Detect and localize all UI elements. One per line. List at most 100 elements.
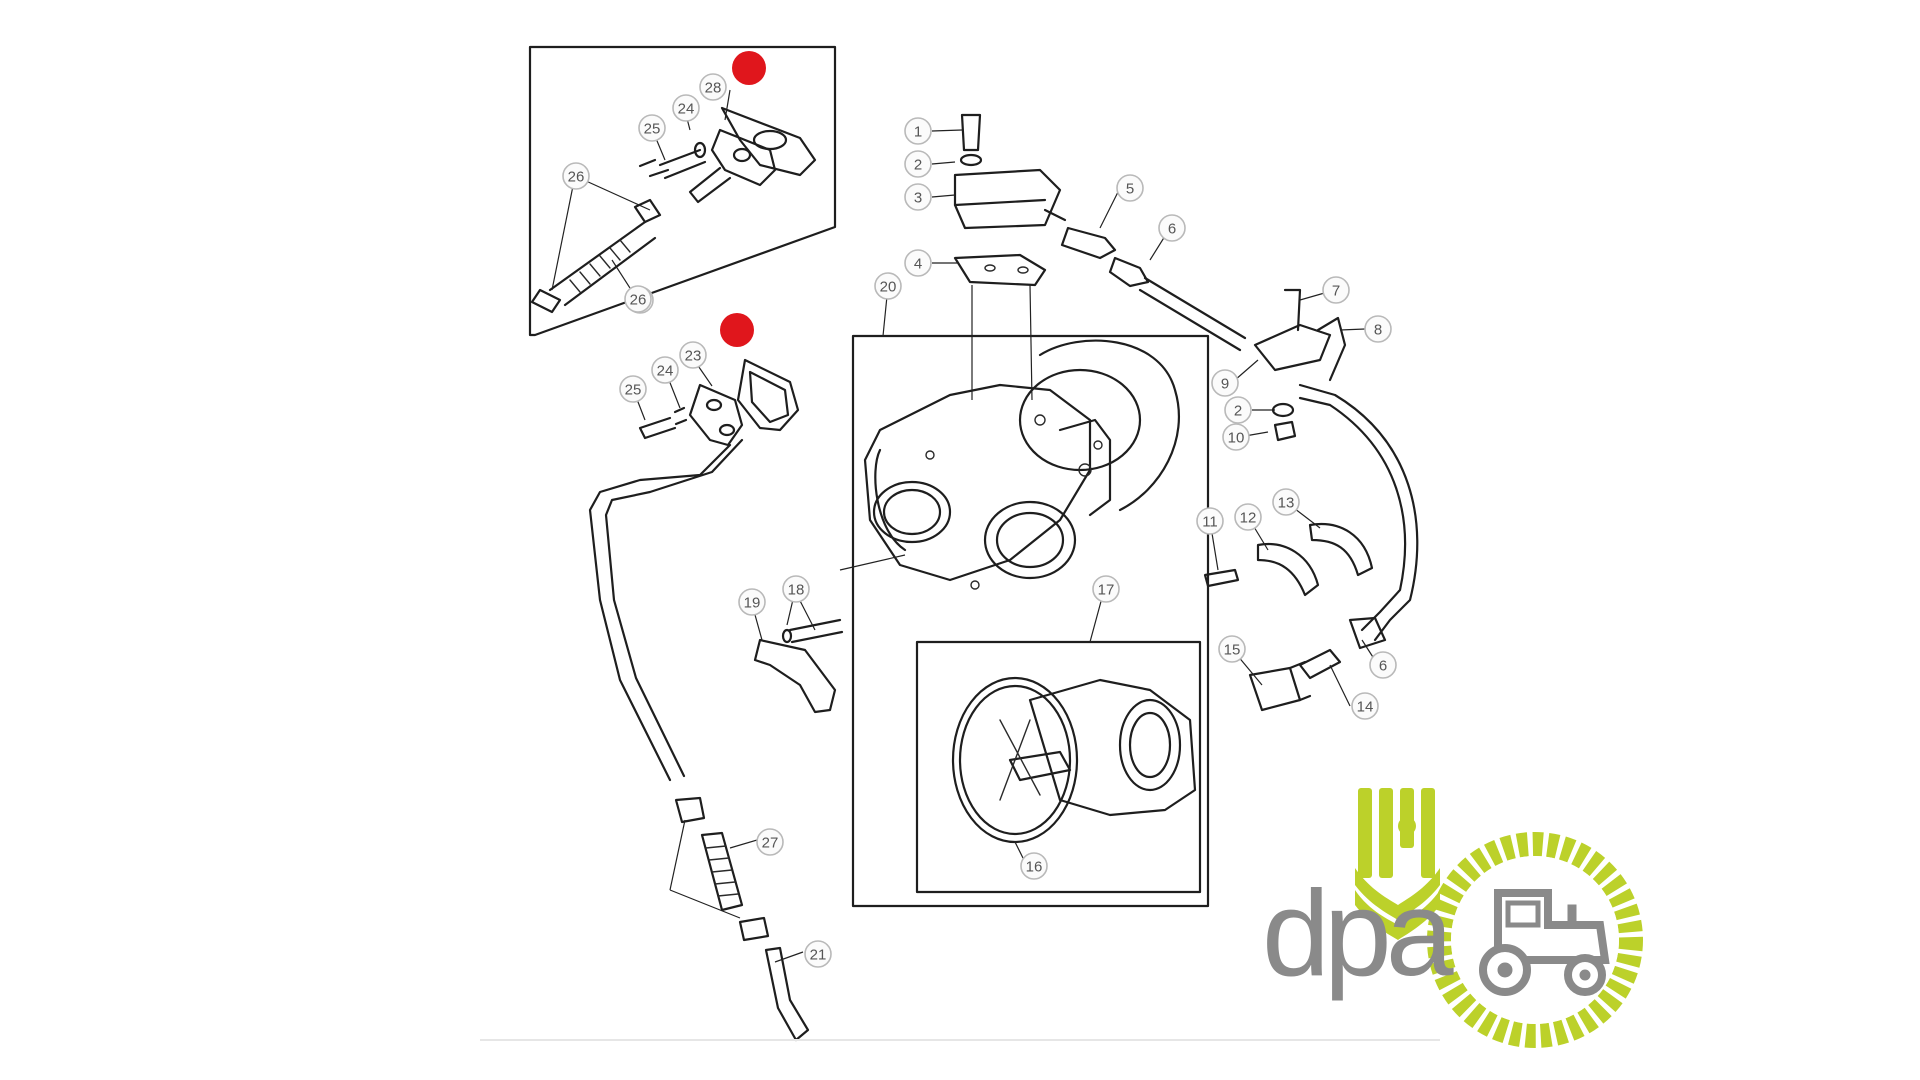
callout-circle [1211,369,1239,397]
oil-feed-flange [588,358,800,782]
dpa-logo: dpa [1262,788,1643,1048]
callout-circle [1224,396,1252,424]
callout-label: 8 [1374,322,1382,339]
callout-circle [624,285,652,313]
oil-drain-hose [674,796,810,1042]
callout-25: 25 [619,375,647,403]
callout-label: 18 [788,582,805,599]
callout-label: 25 [625,382,642,399]
callout-12: 12 [1234,503,1262,531]
callout-circle [738,588,766,616]
turbo-cartridge [951,676,1197,844]
callout-5: 5 [1116,174,1144,202]
callout-circle [638,114,666,142]
callout-17: 17 [1092,575,1120,603]
callout-circle [874,272,902,300]
callout-circle [672,94,700,122]
callout-label: 24 [678,101,695,118]
callout-28: 28 [699,73,727,101]
callout-label: 1 [914,124,922,141]
highlight-marker [720,313,754,347]
callout-label: 21 [810,947,827,964]
callout-label: 26 [630,292,647,309]
callout-circle [1234,503,1262,531]
callout-circle [804,940,832,968]
callout-13: 13 [1272,488,1300,516]
callout-24: 24 [672,94,700,122]
callout-23: 23 [679,341,707,369]
callout-label: 25 [644,121,661,138]
turbocharger-box [851,334,1210,908]
callout-label: 19 [744,595,761,612]
callout-8: 8 [1364,315,1392,343]
callout-19: 19 [738,588,766,616]
callout-circle [782,575,810,603]
callout-26: 26 [562,162,590,190]
logo-text: dpa [1262,865,1454,1001]
highlight-marker [732,51,766,85]
callout-label: 15 [1224,642,1241,659]
callout-2: 2 [1224,396,1252,424]
callout-label: 26 [568,169,585,186]
callout-circle [1369,651,1397,679]
callout-10: 10 [1222,423,1250,451]
callout-26: 26 [624,285,652,313]
callout-circle [1322,276,1350,304]
callout-20: 20 [874,272,902,300]
callout-circle [651,356,679,384]
callout-6: 6 [1369,651,1397,679]
callout-11: 11 [1196,507,1224,535]
oil-pressure-switch [1248,648,1342,712]
callout-circle [904,249,932,277]
callout-16: 16 [1020,852,1048,880]
inset-box [528,45,837,337]
callout-27: 27 [756,828,784,856]
callout-circle [1272,488,1300,516]
oil-feed-line [1060,226,1419,650]
mounting-bracket [753,618,844,714]
callout-label: 17 [1098,582,1115,599]
callout-circle [756,828,784,856]
callout-2: 2 [904,150,932,178]
callout-label: 2 [1234,403,1242,420]
callout-circle [1351,692,1379,720]
callout-circle [1158,214,1186,242]
callout-label: 11 [1202,514,1218,531]
callout-label: 9 [1221,376,1229,393]
callout-label: 14 [1357,699,1374,716]
oil-feed-banjo [953,113,1067,401]
callout-label: 13 [1278,495,1295,512]
callout-label: 23 [685,348,702,365]
callout-3: 3 [904,183,932,211]
callout-14: 14 [1351,692,1379,720]
callout-label: 5 [1126,181,1134,198]
callout-label: 24 [657,363,674,380]
tractor-icon [1479,889,1610,996]
callout-label: 4 [914,256,922,273]
callout-circle [1218,635,1246,663]
callout-circle [1116,174,1144,202]
callout-25: 25 [638,114,666,142]
callout-label: 2 [914,157,922,174]
callout-circle [1364,315,1392,343]
callout-label: 28 [705,80,722,97]
callout-6: 6 [1158,214,1186,242]
callout-circle [904,117,932,145]
callout-18: 18 [782,575,810,603]
callout-circle [1196,507,1224,535]
callout-circle [1020,852,1048,880]
callout-circle [1222,423,1250,451]
callout-label: 6 [1168,221,1176,238]
callout-circle [699,73,727,101]
callout-label: 16 [1026,859,1043,876]
callout-9: 9 [1211,369,1239,397]
inset-oil-feed-flange [530,106,817,314]
callout-label: 12 [1240,510,1257,527]
callout-circle [1092,575,1120,603]
callout-15: 15 [1218,635,1246,663]
callout-label: 3 [914,190,922,207]
callout-label: 6 [1379,658,1387,675]
callout-label: 7 [1332,283,1340,300]
callout-4: 4 [904,249,932,277]
